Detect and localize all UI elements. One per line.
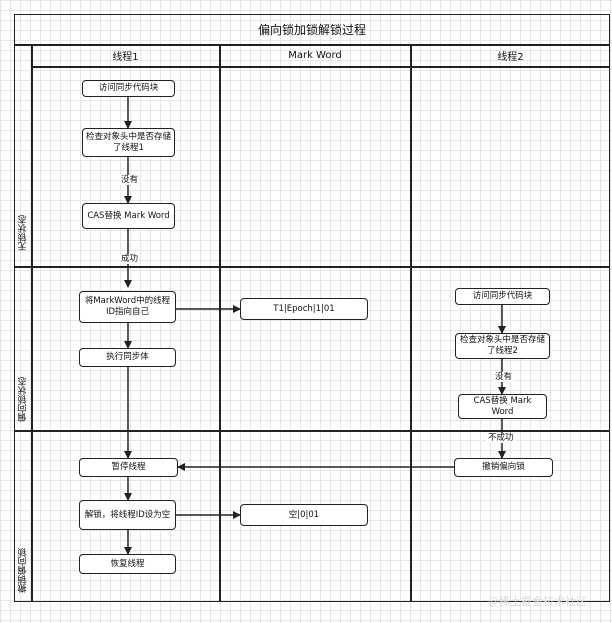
column-divider-2: [410, 44, 412, 602]
node-t1-check-header: 检查对象头中是否存储了线程1: [82, 128, 175, 157]
diagram-title: 偏向锁加锁解锁过程: [257, 22, 366, 37]
node-t2-cas-replace: CAS替换 Mark Word: [458, 394, 547, 419]
node-t1-exec-sync-body: 执行同步体: [79, 348, 176, 367]
lane-divider-1: [14, 266, 610, 268]
node-t1-unlock: 解锁，将线程ID设为空: [79, 500, 176, 530]
node-t1-access-sync-block: 访问同步代码块: [82, 80, 175, 97]
lane-label-divider: [31, 44, 33, 602]
node-t2-check-header: 检查对象头中是否存储了线程2: [455, 333, 550, 359]
node-mark-word-biased: T1|Epoch|1|01: [240, 298, 368, 320]
column-header-mark-word: Mark Word: [288, 50, 342, 61]
column-header-thread1: 线程1: [112, 52, 139, 63]
node-t1-set-thread-id: 将MarkWord中的线程ID指向自己: [79, 291, 176, 323]
node-t1-pause-thread: 暂停线程: [79, 458, 178, 477]
column-header-thread2: 线程2: [497, 52, 524, 63]
edge-label-t2-fail: 不成功: [486, 433, 516, 444]
node-t2-revoke-biased-lock: 撤销偏向锁: [454, 458, 553, 477]
node-t2-access-sync-block: 访问同步代码块: [455, 288, 550, 305]
column-divider-1: [219, 44, 221, 602]
edge-label-t2-none: 没有: [493, 372, 515, 383]
header-divider: [31, 66, 610, 68]
edge-label-t1-none: 没有: [119, 175, 141, 186]
watermark-text: @稀土掘金技术社区: [488, 595, 587, 608]
node-mark-word-empty: 空|0|01: [240, 504, 368, 526]
node-t1-cas-replace: CAS替换 Mark Word: [82, 203, 175, 229]
edge-label-t1-success: 成功: [119, 254, 141, 265]
diagram-frame: [14, 14, 610, 602]
lane-divider-2: [14, 430, 610, 432]
title-divider: [14, 44, 610, 46]
node-t1-resume-thread: 恢复线程: [79, 554, 176, 574]
